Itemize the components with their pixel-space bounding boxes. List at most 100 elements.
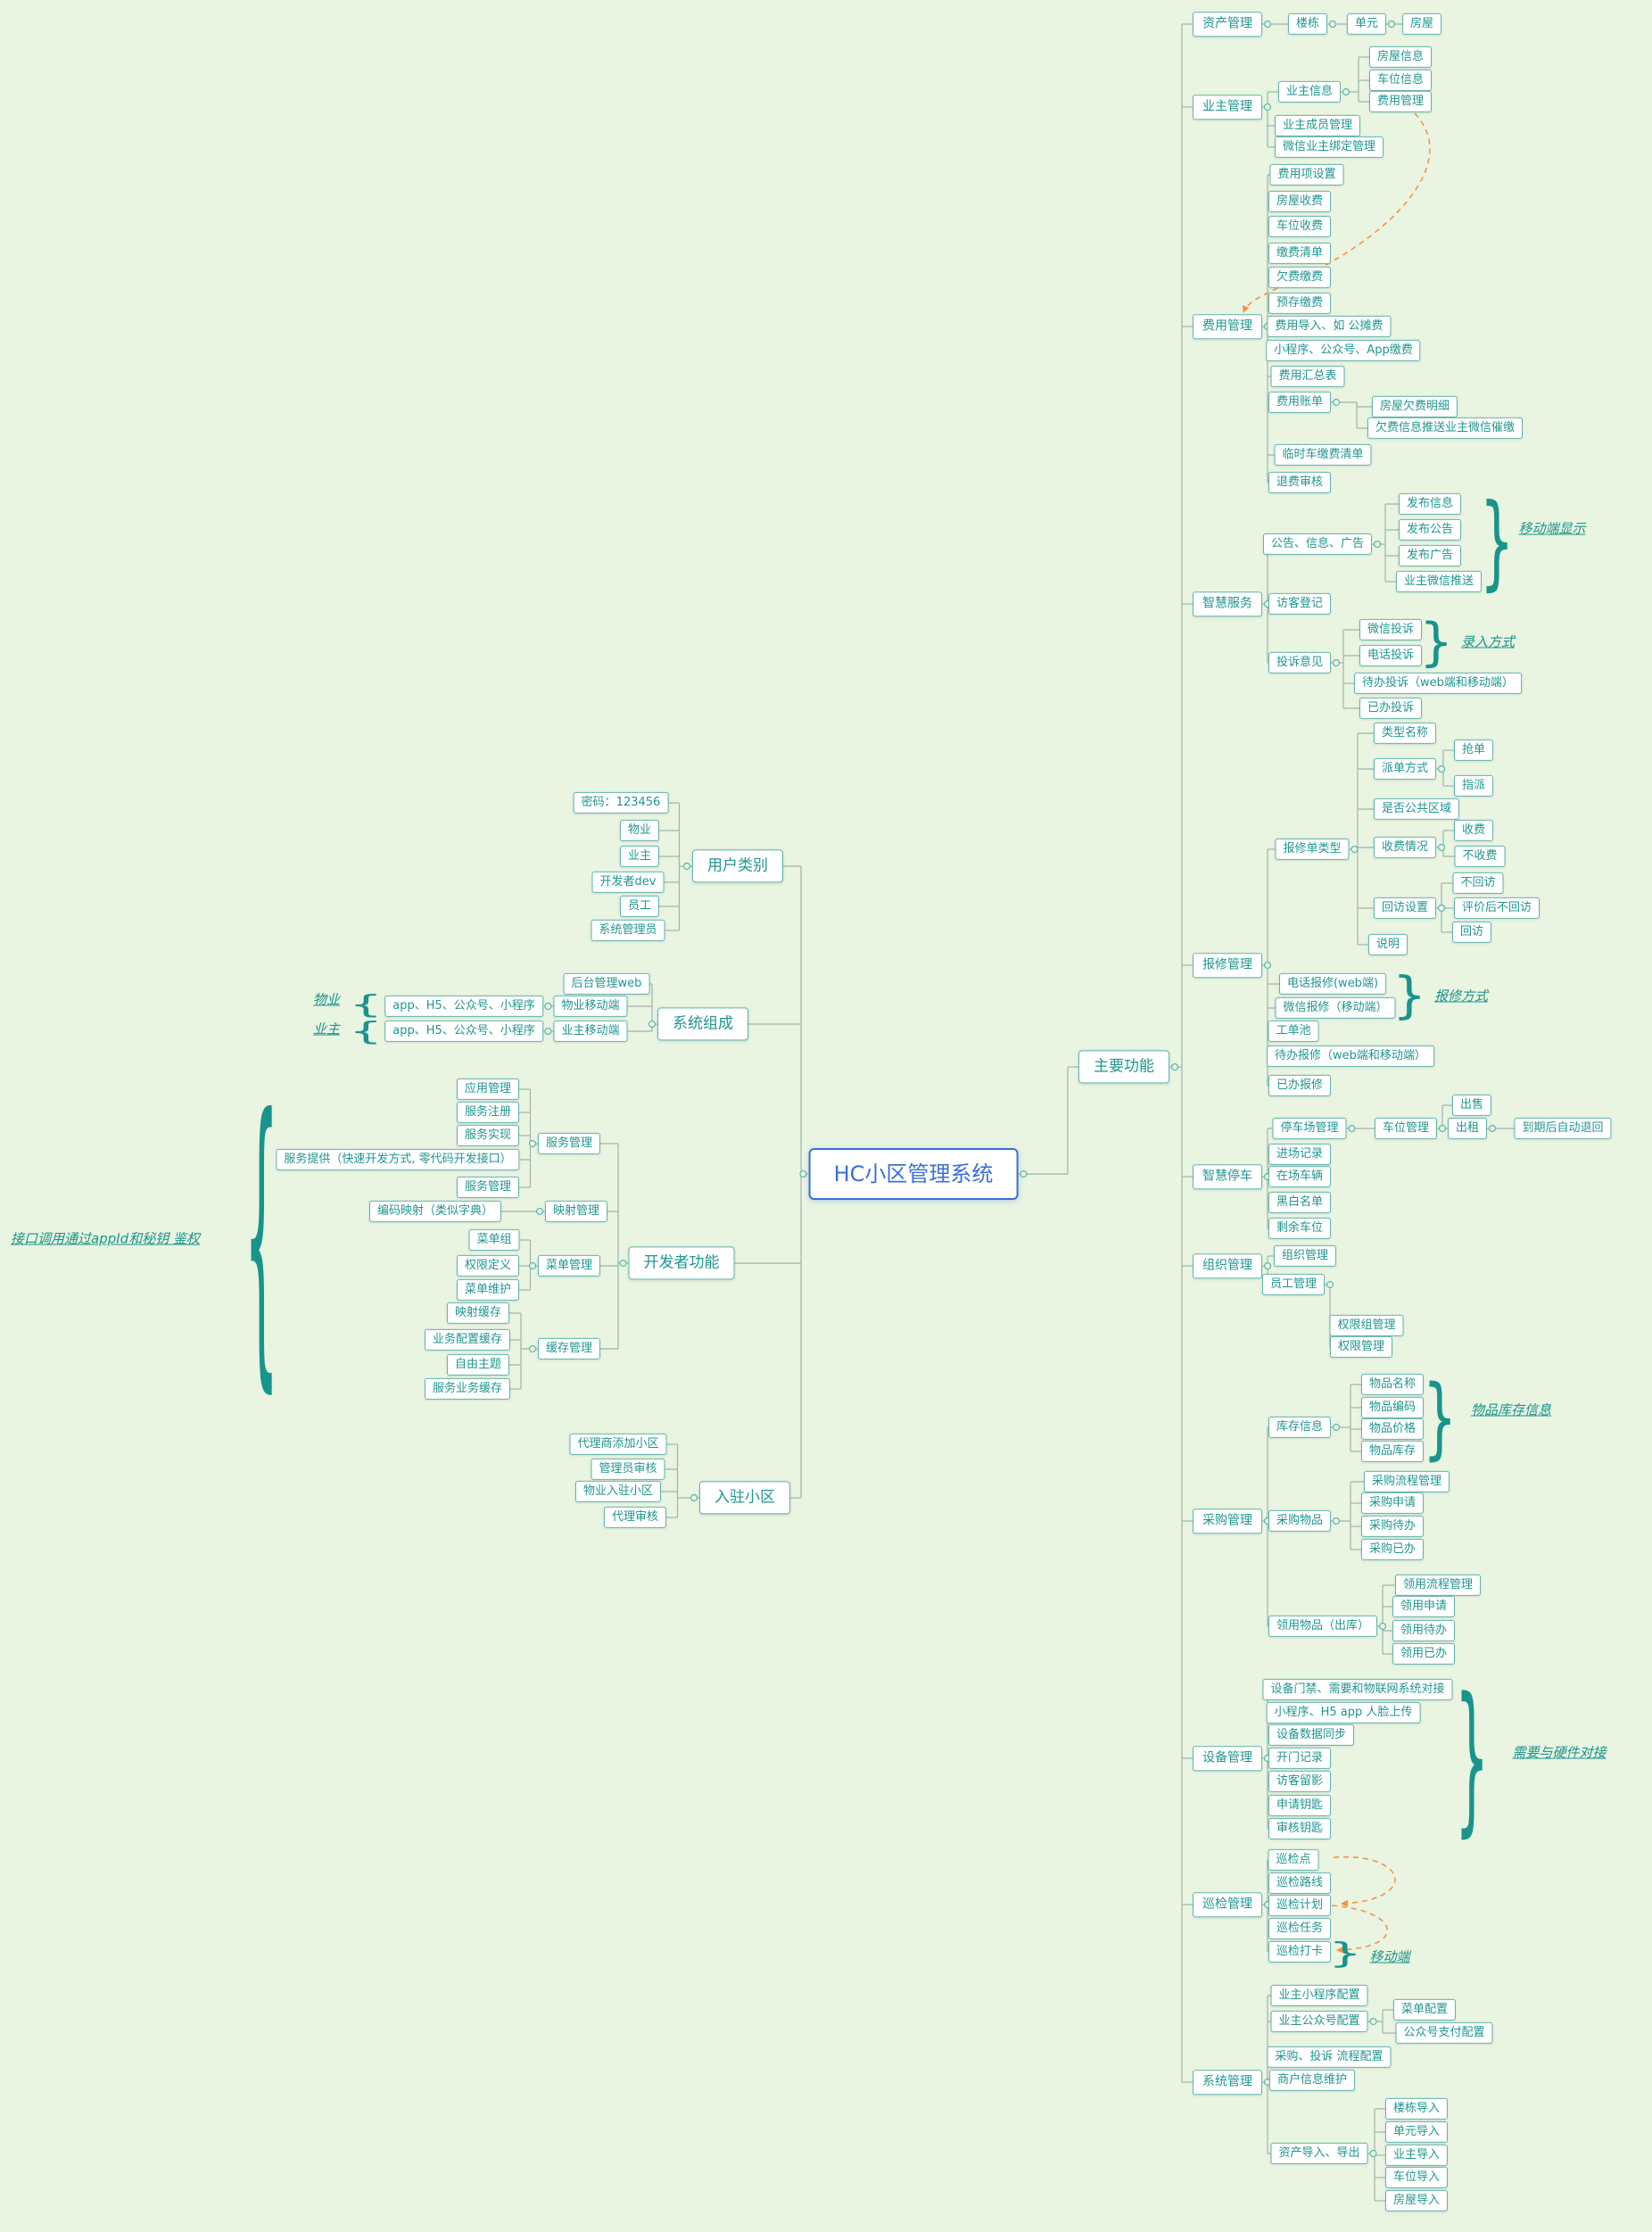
node-f9[interactable]: 费用汇总表 bbox=[1270, 365, 1345, 388]
node-y5[interactable]: 资产导入、导出 bbox=[1270, 2142, 1368, 2165]
node-p1a2[interactable]: 出租 bbox=[1447, 1117, 1488, 1140]
node-r1a[interactable]: 类型名称 bbox=[1373, 722, 1437, 745]
node-t_sys[interactable]: 系统组成 bbox=[657, 1007, 748, 1041]
node-s2a[interactable]: app、H5、公众号、小程序 bbox=[384, 995, 543, 1018]
node-b_insp[interactable]: 巡检管理 bbox=[1193, 1892, 1262, 1917]
node-c3d[interactable]: 领用已办 bbox=[1392, 1642, 1456, 1666]
node-r1e2[interactable]: 评价后不回访 bbox=[1453, 897, 1540, 920]
node-u6[interactable]: 系统管理员 bbox=[591, 919, 665, 942]
node-c1[interactable]: 库存信息 bbox=[1268, 1416, 1332, 1439]
node-g2b[interactable]: 权限管理 bbox=[1329, 1335, 1393, 1359]
node-c1c[interactable]: 物品价格 bbox=[1360, 1418, 1425, 1441]
node-d5[interactable]: 服务管理 bbox=[456, 1176, 520, 1199]
node-u4[interactable]: 开发者dev bbox=[591, 871, 665, 894]
node-sm1c[interactable]: 发布广告 bbox=[1398, 544, 1462, 567]
node-g1[interactable]: 组织管理 bbox=[1273, 1244, 1337, 1268]
node-t_main[interactable]: 主要功能 bbox=[1078, 1050, 1169, 1084]
node-b_owner[interactable]: 业主管理 bbox=[1193, 95, 1262, 120]
node-f4[interactable]: 缴费清单 bbox=[1268, 242, 1332, 265]
node-sm3d[interactable]: 已办投诉 bbox=[1359, 697, 1423, 720]
node-a1[interactable]: 楼栋 bbox=[1287, 12, 1328, 36]
node-r1c[interactable]: 是否公共区域 bbox=[1373, 798, 1460, 821]
node-u2[interactable]: 物业 bbox=[619, 819, 660, 842]
node-s2[interactable]: 物业移动端 bbox=[553, 995, 628, 1018]
node-y3[interactable]: 采购、投诉 流程配置 bbox=[1267, 2046, 1392, 2069]
node-o1b[interactable]: 车位信息 bbox=[1368, 69, 1433, 92]
node-y2a[interactable]: 菜单配置 bbox=[1392, 1998, 1457, 2021]
node-c3[interactable]: 领用物品（出库） bbox=[1268, 1615, 1378, 1638]
node-sm2[interactable]: 访客登记 bbox=[1268, 592, 1332, 616]
node-c2a[interactable]: 采购流程管理 bbox=[1363, 1470, 1450, 1493]
node-f6[interactable]: 预存缴费 bbox=[1268, 292, 1332, 315]
node-d12[interactable]: 自由主题 bbox=[446, 1353, 510, 1376]
node-r1d2[interactable]: 不收费 bbox=[1454, 845, 1506, 868]
node-y4[interactable]: 商户信息维护 bbox=[1268, 2069, 1356, 2092]
node-u3[interactable]: 业主 bbox=[619, 845, 660, 868]
node-y5e[interactable]: 房屋导入 bbox=[1384, 2189, 1449, 2212]
node-r1d[interactable]: 收费情况 bbox=[1373, 836, 1437, 859]
node-c3a[interactable]: 领用流程管理 bbox=[1394, 1574, 1482, 1597]
node-f10[interactable]: 费用账单 bbox=[1268, 391, 1332, 414]
node-sm3c[interactable]: 待办投诉（web端和移动端） bbox=[1354, 672, 1522, 695]
node-p1a2a[interactable]: 到期后自动退回 bbox=[1514, 1117, 1612, 1140]
node-c1d[interactable]: 物品库存 bbox=[1360, 1440, 1425, 1463]
node-p3[interactable]: 在场车辆 bbox=[1268, 1165, 1332, 1188]
node-a3[interactable]: 房屋 bbox=[1401, 12, 1442, 36]
node-p1a[interactable]: 车位管理 bbox=[1374, 1117, 1438, 1140]
node-t_user[interactable]: 用户类别 bbox=[692, 849, 783, 883]
node-y2[interactable]: 业主公众号配置 bbox=[1270, 2010, 1368, 2033]
node-d1[interactable]: 应用管理 bbox=[456, 1078, 520, 1101]
node-o3[interactable]: 微信业主绑定管理 bbox=[1274, 136, 1384, 159]
node-f2[interactable]: 房屋收费 bbox=[1268, 190, 1332, 213]
node-i1[interactable]: 巡检点 bbox=[1268, 1848, 1319, 1872]
node-t_dev[interactable]: 开发者功能 bbox=[628, 1246, 735, 1280]
node-r1e3[interactable]: 回访 bbox=[1451, 921, 1492, 944]
node-e5[interactable]: 访客留影 bbox=[1268, 1770, 1332, 1793]
node-j4[interactable]: 代理审核 bbox=[603, 1506, 667, 1529]
node-sm1a[interactable]: 发布信息 bbox=[1398, 492, 1462, 516]
node-e4[interactable]: 开门记录 bbox=[1268, 1747, 1332, 1770]
node-c2[interactable]: 采购物品 bbox=[1268, 1509, 1332, 1533]
node-s1[interactable]: 后台管理web bbox=[563, 972, 650, 996]
node-d2[interactable]: 服务注册 bbox=[456, 1101, 520, 1124]
node-f8[interactable]: 小程序、公众号、App缴费 bbox=[1266, 339, 1421, 362]
node-sm1[interactable]: 公告、信息、广告 bbox=[1262, 533, 1373, 556]
node-c2b[interactable]: 采购申请 bbox=[1360, 1492, 1425, 1515]
node-r1b[interactable]: 派单方式 bbox=[1373, 757, 1437, 781]
node-o1[interactable]: 业主信息 bbox=[1277, 80, 1342, 103]
node-c2c[interactable]: 采购待办 bbox=[1360, 1515, 1425, 1538]
node-c3b[interactable]: 领用申请 bbox=[1392, 1595, 1456, 1618]
node-o1a[interactable]: 房屋信息 bbox=[1368, 45, 1433, 69]
node-c1a[interactable]: 物品名称 bbox=[1360, 1373, 1425, 1396]
node-d3[interactable]: 服务实现 bbox=[456, 1124, 520, 1147]
node-i4[interactable]: 巡检任务 bbox=[1268, 1917, 1332, 1940]
node-j3[interactable]: 物业入驻小区 bbox=[574, 1480, 662, 1503]
node-j2[interactable]: 管理员审核 bbox=[591, 1458, 665, 1481]
node-y5b[interactable]: 单元导入 bbox=[1384, 2120, 1449, 2144]
node-b_repair[interactable]: 报修管理 bbox=[1193, 953, 1262, 978]
node-d8[interactable]: 权限定义 bbox=[456, 1254, 520, 1277]
node-sm1d[interactable]: 业主微信推送 bbox=[1395, 570, 1483, 593]
node-r2[interactable]: 电话报修(web端) bbox=[1278, 972, 1387, 996]
node-d_cache[interactable]: 缓存管理 bbox=[537, 1337, 601, 1360]
node-i5[interactable]: 巡检打卡 bbox=[1268, 1940, 1332, 1963]
node-p1[interactable]: 停车场管理 bbox=[1272, 1117, 1347, 1140]
node-r1b1[interactable]: 抢单 bbox=[1453, 739, 1494, 762]
node-d4[interactable]: 服务提供（快速开发方式, 零代码开发接口） bbox=[276, 1148, 520, 1171]
node-d_menu[interactable]: 菜单管理 bbox=[537, 1254, 601, 1277]
node-o1c[interactable]: 费用管理 bbox=[1368, 90, 1433, 113]
node-y5c[interactable]: 业主导入 bbox=[1384, 2144, 1449, 2167]
node-s3a[interactable]: app、H5、公众号、小程序 bbox=[384, 1020, 543, 1043]
node-f7[interactable]: 费用导入、如 公摊费 bbox=[1267, 315, 1392, 338]
node-b_fee[interactable]: 费用管理 bbox=[1193, 314, 1262, 339]
node-c1b[interactable]: 物品编码 bbox=[1360, 1396, 1425, 1419]
node-e2[interactable]: 小程序、H5 app 人脸上传 bbox=[1266, 1701, 1421, 1724]
node-p2[interactable]: 进场记录 bbox=[1268, 1143, 1332, 1166]
node-g2a[interactable]: 权限组管理 bbox=[1329, 1314, 1404, 1337]
node-d6[interactable]: 编码映射（类似字典） bbox=[368, 1200, 502, 1223]
node-r1b2[interactable]: 指派 bbox=[1453, 774, 1494, 798]
node-root[interactable]: HC小区管理系统 bbox=[808, 1148, 1019, 1200]
node-i2[interactable]: 巡检路线 bbox=[1268, 1872, 1332, 1895]
node-d13[interactable]: 服务业务缓存 bbox=[424, 1377, 511, 1401]
node-b_asset[interactable]: 资产管理 bbox=[1193, 12, 1262, 37]
